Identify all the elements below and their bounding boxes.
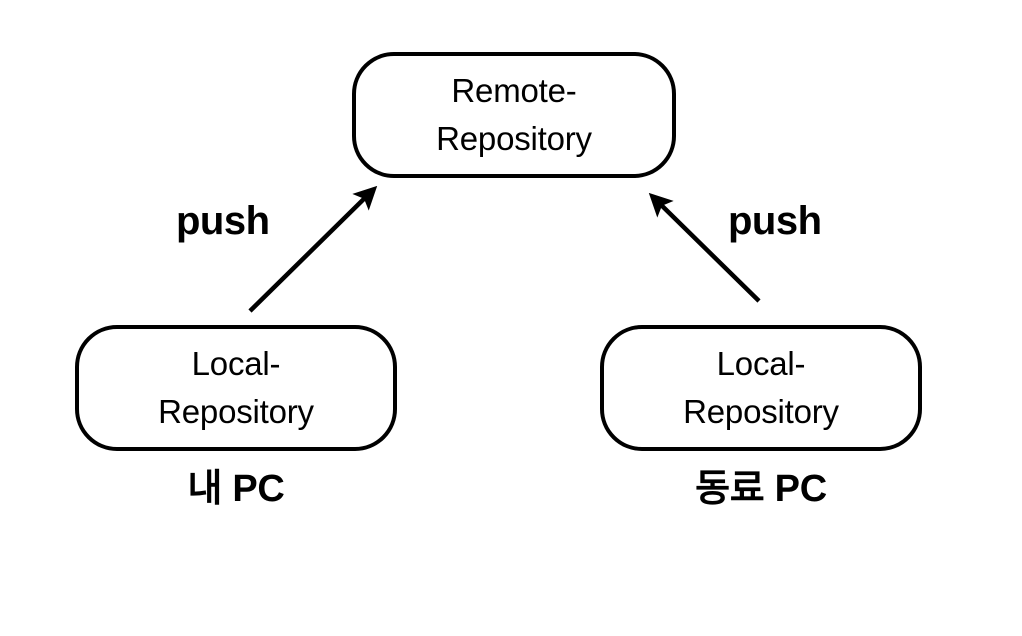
node-remote-repository-line-1: Remote- (451, 72, 577, 109)
node-local-repository-mine-line-2: Repository (158, 393, 314, 430)
node-local-repository-mine-line-1: Local- (191, 345, 281, 382)
node-local-repository-peer-line-1: Local- (716, 345, 806, 382)
edge-label-push-right: push (728, 199, 822, 243)
node-remote-repository-line-2: Repository (436, 120, 592, 157)
node-local-repository-mine[interactable]: Local- Repository (75, 325, 397, 451)
caption-my-pc: 내 PC (187, 468, 285, 510)
edge-label-push-left: push (176, 199, 270, 243)
node-remote-repository[interactable]: Remote- Repository (352, 52, 676, 178)
node-local-repository-peer-line-2: Repository (683, 393, 839, 430)
caption-peer-pc: 동료 PC (695, 468, 827, 510)
node-local-repository-peer[interactable]: Local- Repository (600, 325, 922, 451)
